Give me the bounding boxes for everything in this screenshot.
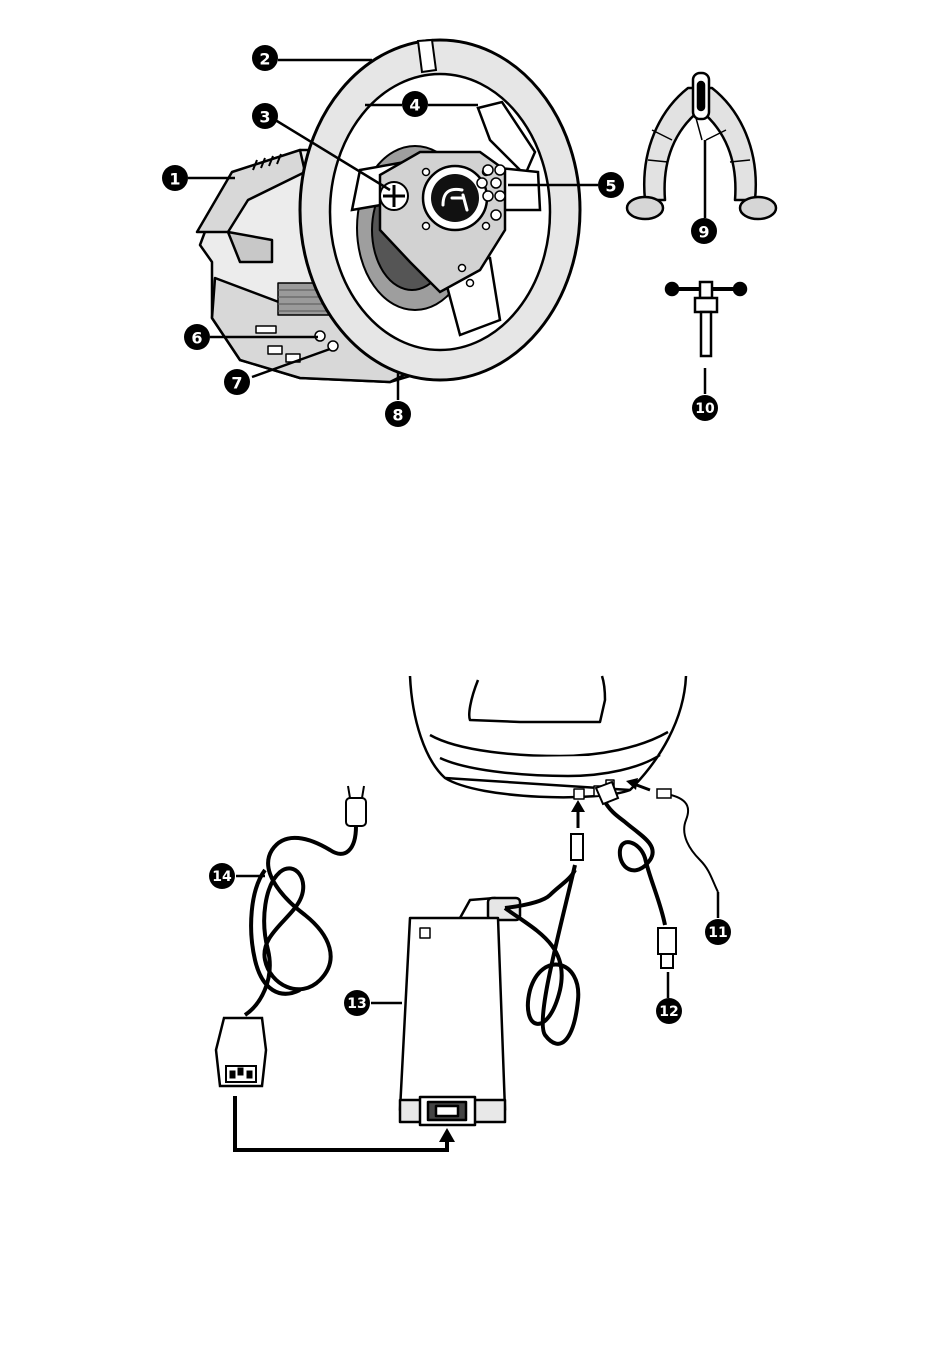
mains-power-cord: 14 [209, 786, 366, 1086]
callout-9: 9 [698, 223, 709, 242]
wheel-base-underside [410, 676, 686, 799]
accessory-u-bracket: 9 [627, 73, 776, 244]
callout-4: 4 [402, 91, 428, 117]
callout-7: 7 [224, 369, 250, 395]
callout-2: 2 [252, 45, 278, 71]
svg-text:7: 7 [231, 374, 242, 393]
callout-5: 5 [598, 172, 624, 198]
svg-text:4: 4 [409, 96, 420, 115]
svg-text:2: 2 [259, 50, 270, 69]
svg-text:8: 8 [392, 406, 403, 425]
callout-12: 12 [659, 1004, 678, 1020]
callout-6: 6 [184, 324, 210, 350]
dc-cable [505, 834, 583, 1044]
accessory-screw-tool: 10 [666, 282, 746, 421]
svg-text:3: 3 [259, 108, 270, 127]
usb-cable: 12 [596, 782, 682, 1024]
callout-13: 13 [347, 996, 366, 1012]
callout-14: 14 [212, 869, 232, 885]
pedal-cable: 11 [657, 789, 731, 945]
callout-10: 10 [695, 401, 715, 417]
callout-3: 3 [252, 103, 278, 129]
connections-figure: 11 12 13 [209, 676, 731, 1150]
steering-wheel [300, 40, 580, 380]
svg-text:5: 5 [605, 177, 616, 196]
power-adapter: 13 [344, 898, 520, 1125]
svg-text:1: 1 [169, 170, 180, 189]
callout-11: 11 [708, 925, 727, 941]
racing-wheel-figure: 1 2 3 4 5 6 7 8 [162, 40, 624, 427]
svg-text:6: 6 [191, 329, 202, 348]
callout-8: 8 [385, 401, 411, 427]
callout-1: 1 [162, 165, 188, 191]
